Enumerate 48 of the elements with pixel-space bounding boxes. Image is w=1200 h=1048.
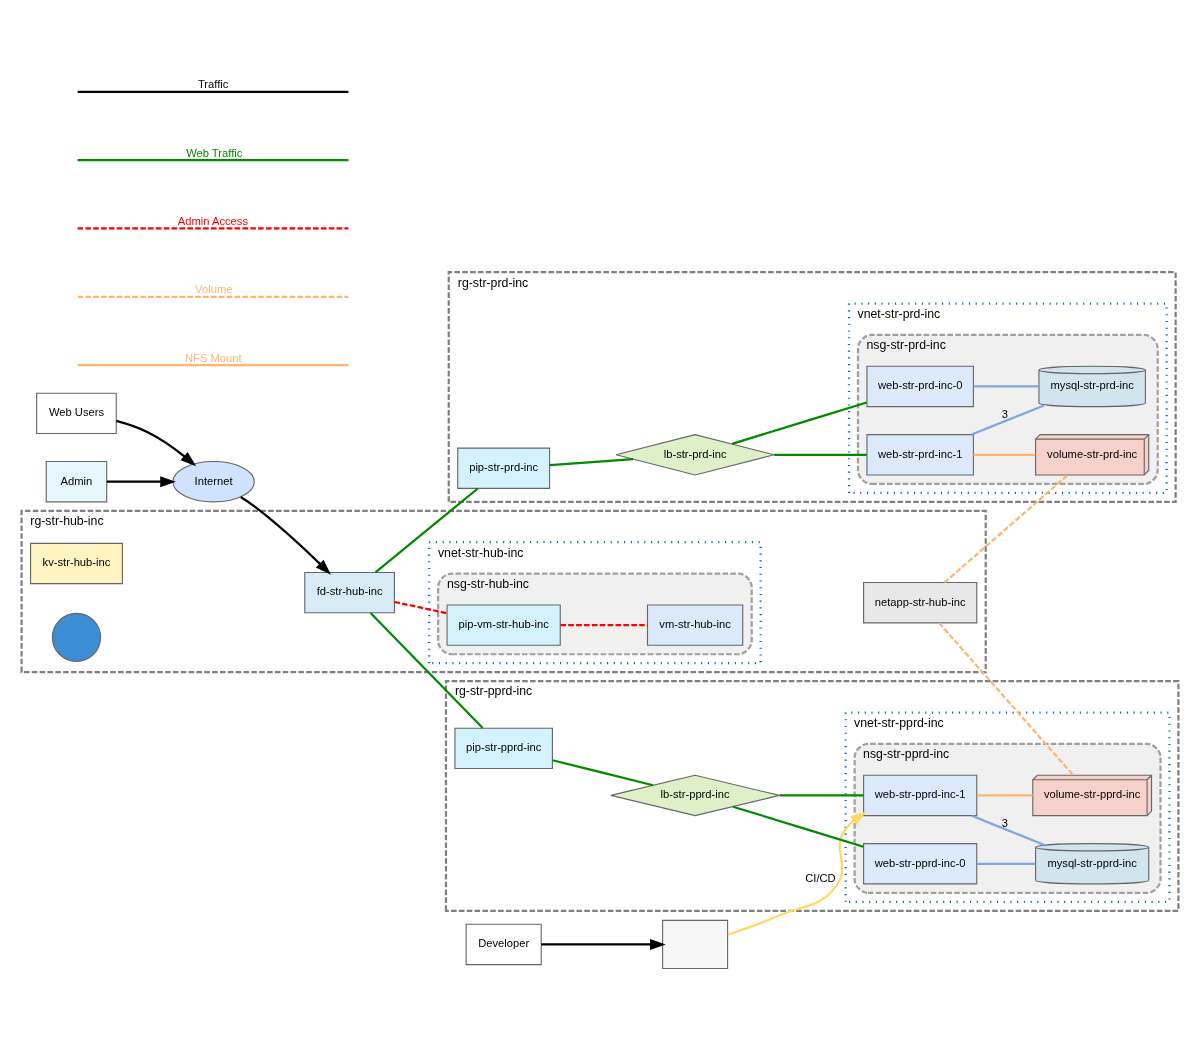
connector <box>549 458 634 467</box>
connector <box>552 759 654 787</box>
node-ellipse: Internet <box>172 461 255 503</box>
node-box: vm-str-hub-inc <box>646 604 744 646</box>
node-box: Admin <box>45 461 108 503</box>
edge-label: CI/CD <box>805 871 836 884</box>
node-box: web-str-prd-inc-1 <box>866 434 974 476</box>
node-box: netapp-str-hub-inc <box>863 582 978 624</box>
connector <box>973 453 1036 456</box>
connector <box>369 612 484 729</box>
legend-label: Admin Access <box>177 215 249 228</box>
arrow <box>541 938 666 950</box>
connector <box>560 624 648 627</box>
node-box: pip-vm-str-hub-inc <box>446 604 561 646</box>
edge-label: 3 <box>1001 407 1008 420</box>
node-box: fd-str-hub-inc <box>304 571 395 614</box>
node-box <box>662 919 729 970</box>
node-box: kv-str-hub-inc <box>29 542 123 585</box>
connector <box>971 404 1045 436</box>
node-box: Web Users <box>36 392 117 435</box>
connector <box>976 862 1036 865</box>
node-diamond: lb-str-prd-inc <box>615 434 775 476</box>
node-box: pip-str-pprd-inc <box>454 727 553 770</box>
connector <box>973 385 1039 388</box>
legend-label: Traffic <box>197 78 229 91</box>
node-circle <box>51 612 102 663</box>
connector <box>394 600 448 615</box>
legend-label: NFS Mount <box>185 351 242 364</box>
arrow <box>240 496 331 575</box>
connector <box>779 794 864 797</box>
node-box: Developer <box>465 923 542 966</box>
connector <box>732 805 864 848</box>
node-box: web-str-pprd-inc-1 <box>863 774 978 817</box>
arrow <box>106 476 176 488</box>
connector <box>976 794 1033 797</box>
legend-label: Web Traffic <box>186 146 243 159</box>
connector <box>774 453 867 456</box>
connector <box>938 622 1074 776</box>
legend-label: Volume <box>195 283 233 296</box>
node-diamond: lb-str-pprd-inc <box>610 774 780 817</box>
node-box: pip-str-prd-inc <box>457 447 551 489</box>
arrow <box>116 419 197 467</box>
edge-label: 3 <box>1001 816 1008 829</box>
connector <box>731 401 868 445</box>
node-box: web-str-pprd-inc-0 <box>863 843 978 885</box>
node-box: web-str-prd-inc-0 <box>866 365 974 408</box>
connector <box>971 814 1045 846</box>
arrow <box>727 811 867 936</box>
